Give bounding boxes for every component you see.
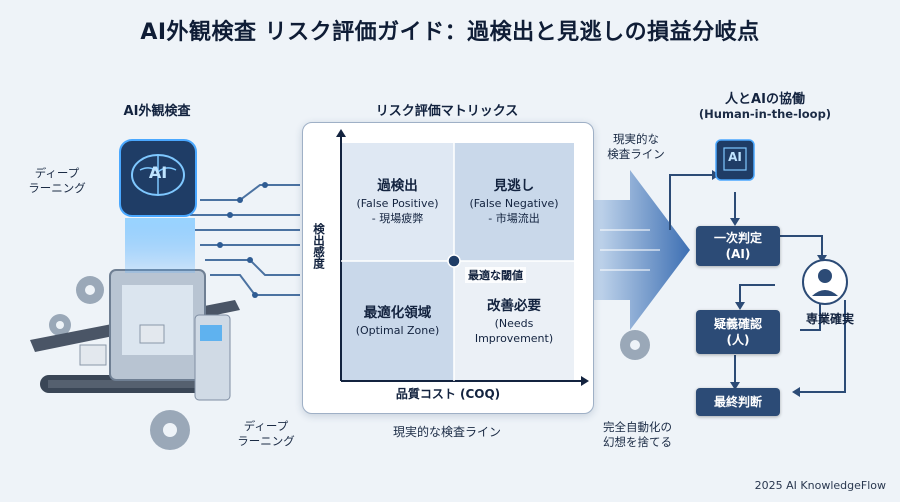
ai-chip-label: AI — [728, 150, 742, 164]
full-automation-label: 完全自動化の幻想を捨てる — [603, 420, 672, 449]
quadrant-false-negative: 見逃し (False Negative) - 市場流出 — [469, 177, 559, 225]
quadrant-optimal-zone: 最適化領域 (Optimal Zone) — [355, 305, 440, 338]
realistic-line-label: 現実的な検査ライン — [607, 132, 665, 161]
right-heading: 人とAIの協働 — [725, 92, 805, 107]
first-judgement-box: 一次判定(AI) — [696, 226, 780, 266]
y-axis-label: 検出感度 — [312, 223, 326, 269]
realistic-line-caption: 現実的な検査ライン — [392, 425, 501, 439]
quadrant-needs-improvement: 改善必要 (Needs Improvement) — [474, 297, 554, 345]
flow-connectors — [669, 174, 846, 393]
x-axis-label: 品質コスト (COQ) — [395, 387, 501, 401]
matrix-axes — [336, 129, 589, 386]
expert-label: 専業確実 — [805, 312, 854, 326]
gear-icon — [49, 276, 650, 450]
deep-learning-label-bottom: ディープラーニング — [237, 419, 295, 448]
circuit-nodes — [217, 182, 268, 298]
right-subheading: (Human-in-the-loop) — [698, 107, 832, 121]
footer-credit: 2025 AI KnowledgeFlow — [754, 479, 886, 492]
optimal-threshold-label: 最適な閾値 — [465, 267, 526, 283]
final-decision-box: 最終判断 — [696, 388, 780, 416]
inspection-machine — [30, 218, 240, 401]
doubt-check-box: 疑義確認(人) — [696, 310, 780, 354]
matrix-heading: リスク評価マトリックス — [375, 104, 519, 119]
expert-avatar-icon — [802, 259, 848, 305]
circuit-lines — [190, 184, 300, 296]
deep-learning-label-top: ディープラーニング — [28, 166, 86, 195]
page-title: AI外観検査 リスク評価ガイド：過検出と見逃しの損益分岐点 — [140, 20, 760, 45]
ai-brain-chip — [119, 139, 197, 217]
ai-chip-icon — [715, 139, 755, 181]
quadrant-false-positive: 過検出 (False Positive) - 現場疲弊 — [356, 177, 439, 225]
risk-matrix: 検出感度 過検出 (False Positive) - 現場疲弊 見逃し (Fa… — [302, 122, 594, 414]
optimal-threshold-point — [447, 254, 461, 268]
ai-badge: AI — [148, 163, 168, 182]
left-heading: AI外観検査 — [123, 104, 191, 119]
